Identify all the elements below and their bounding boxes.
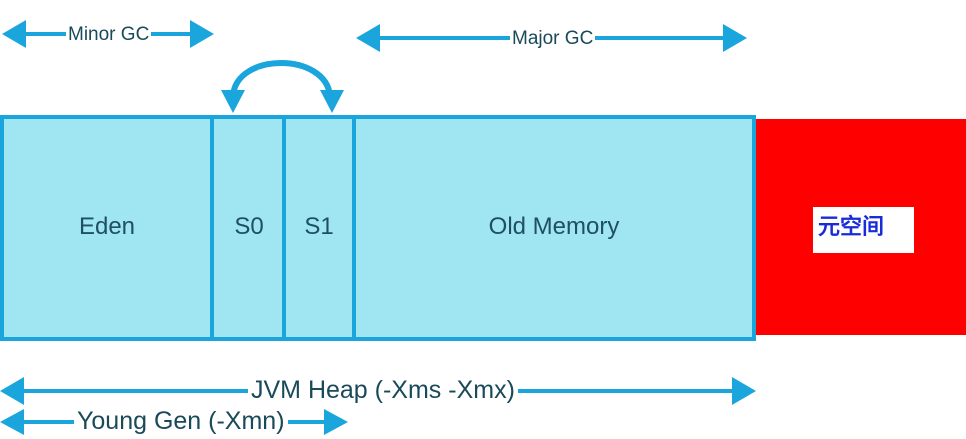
eden-label: Eden xyxy=(78,213,136,240)
minor-gc-label: Minor GC xyxy=(66,24,152,45)
old-memory-label: Old Memory xyxy=(488,213,620,240)
young-gen-label: Young Gen (-Xmn) xyxy=(74,409,288,434)
old-memory-segment xyxy=(352,115,756,341)
metaspace-label-box xyxy=(813,207,914,253)
s1-label: S1 xyxy=(304,213,334,240)
heap-bar xyxy=(0,115,966,341)
jvm-heap-label: JVM Heap (-Xms -Xmx) xyxy=(248,378,518,403)
s0-segment xyxy=(210,115,286,341)
metaspace-label: 元空间 xyxy=(818,215,885,240)
s1-segment xyxy=(282,115,356,341)
s0-label: S0 xyxy=(234,213,264,240)
major-gc-label: Major GC xyxy=(510,28,596,49)
survivor-swap-arrow xyxy=(221,60,344,113)
